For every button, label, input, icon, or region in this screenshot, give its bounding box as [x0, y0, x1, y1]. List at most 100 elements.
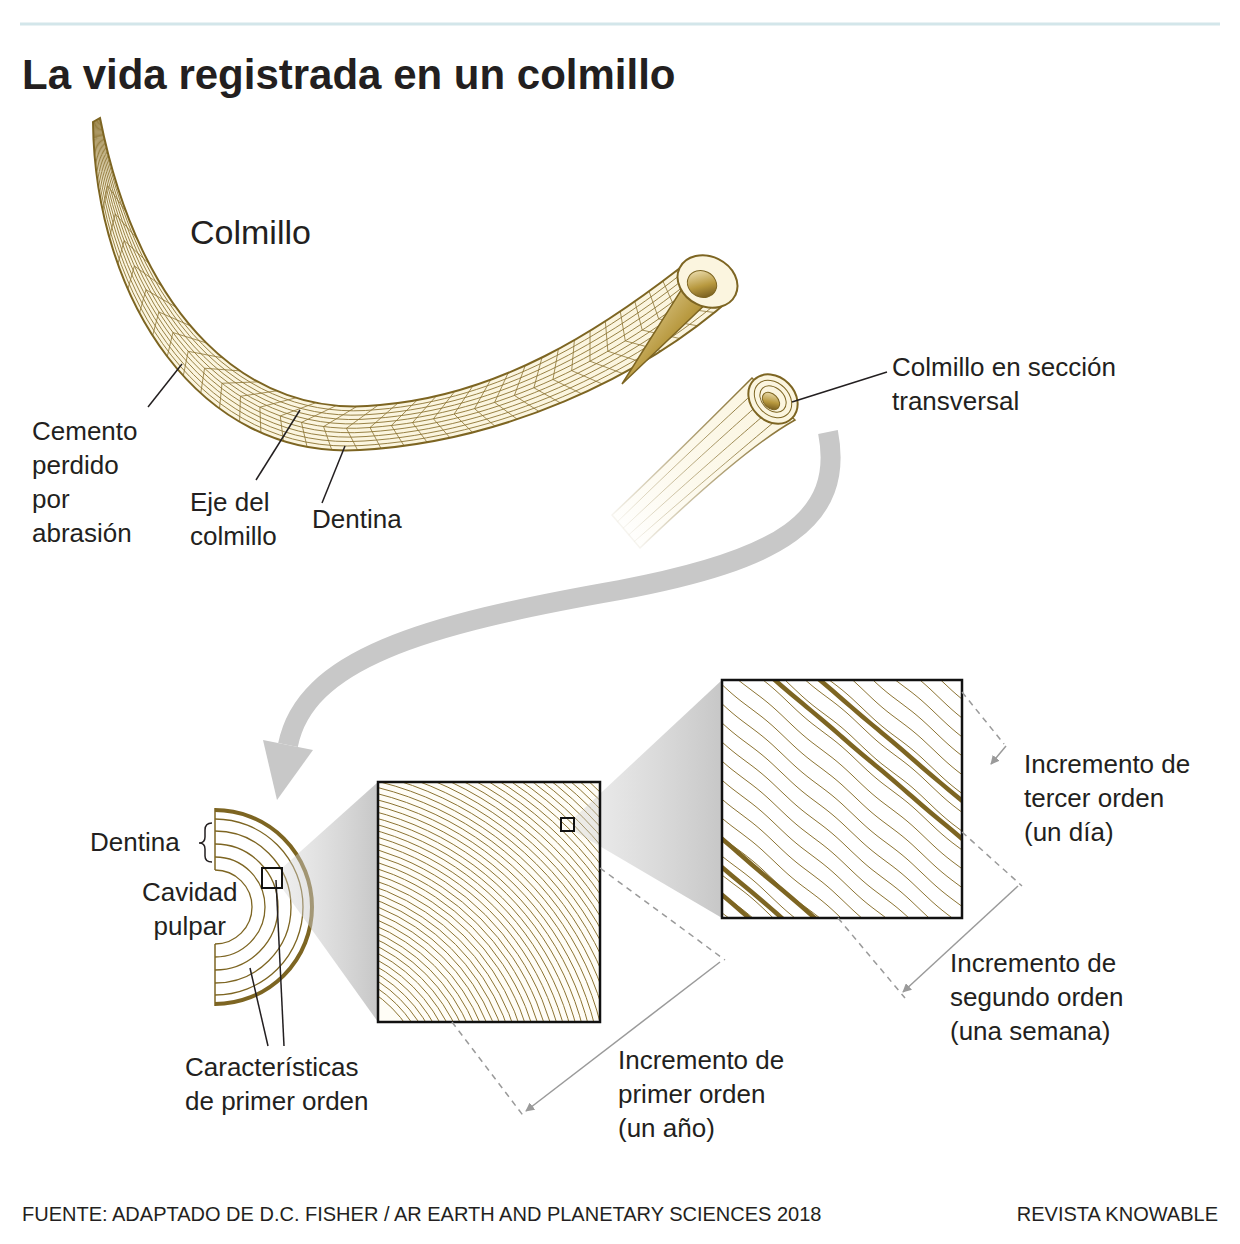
- growth-line: [378, 844, 556, 1022]
- section-edge: [214, 808, 216, 870]
- zoom-shade: [574, 680, 722, 918]
- cone-line: [391, 400, 417, 446]
- pulp-cavity: [683, 266, 721, 303]
- weekly-line: [722, 859, 962, 918]
- cone-line: [302, 406, 337, 447]
- growth-line: [378, 782, 600, 1022]
- growth-line: [378, 898, 502, 1022]
- zoom-panel-border: [722, 680, 962, 918]
- growth-line: [378, 910, 490, 1022]
- zoom-shade: [282, 782, 378, 1022]
- part-label: Características de primer orden: [185, 1050, 380, 1118]
- growth-line: [378, 782, 600, 1022]
- weekly-line: [722, 680, 962, 847]
- growth-line: [378, 782, 600, 1022]
- part-label: Cemento perdido por abrasión: [32, 414, 138, 550]
- weekly-line: [722, 830, 962, 918]
- growth-line: [378, 782, 600, 1022]
- pulp-cavity: [759, 389, 783, 413]
- growth-line: [378, 782, 600, 1022]
- cone-line: [475, 380, 495, 426]
- growth-line: [378, 782, 600, 1022]
- leader-line: [276, 880, 284, 1046]
- growth-line: [378, 782, 600, 1022]
- growth-line: [378, 782, 600, 1022]
- growth-line: [378, 782, 600, 1022]
- cone-line: [370, 403, 398, 448]
- growth-line: [378, 782, 600, 1022]
- part-label: Colmillo en sección transversal: [892, 350, 1132, 418]
- part-label: Colmillo: [190, 212, 311, 253]
- cone-line: [109, 214, 137, 239]
- growth-line: [96, 120, 713, 432]
- growth-line: [378, 782, 600, 1022]
- top-rule: [20, 23, 1220, 26]
- dimension-extension: [838, 918, 905, 998]
- cone-line: [413, 396, 437, 442]
- growth-line: [378, 782, 600, 1022]
- growth-line: [94, 122, 730, 446]
- daily-lines: [722, 680, 962, 918]
- dimension-extension: [452, 1022, 525, 1118]
- daily-line: [722, 733, 962, 918]
- growth-line: [378, 874, 526, 1022]
- increment-label: Incremento de tercer orden (un día): [1024, 747, 1202, 849]
- daily-line: [722, 829, 962, 918]
- growth-line: [378, 782, 600, 1022]
- zoom-box: [262, 868, 282, 888]
- growth-line: [378, 832, 568, 1022]
- weekly-line: [722, 886, 962, 918]
- daily-line: [722, 680, 962, 763]
- publisher-credit: REVISTA KNOWABLE: [900, 1200, 1218, 1228]
- growth-line: [378, 922, 478, 1022]
- growth-line: [378, 782, 600, 1022]
- growth-line: [378, 782, 600, 1022]
- daily-line: [722, 848, 962, 918]
- leader-line: [250, 968, 268, 1046]
- growth-line: [378, 782, 600, 1022]
- growth-line: [378, 868, 532, 1022]
- growth-line: [378, 782, 600, 1022]
- cone-line: [433, 391, 454, 437]
- growth-line: [378, 782, 600, 1022]
- cone-line: [201, 368, 240, 393]
- dimension-extension: [962, 692, 1004, 744]
- growth-line: [378, 782, 600, 1022]
- growth-line: [378, 782, 600, 1022]
- growth-line: [378, 782, 600, 1022]
- growth-line: [378, 802, 598, 1022]
- growth-line: [378, 782, 600, 1022]
- daily-line: [722, 680, 962, 838]
- cone-line: [260, 398, 296, 433]
- increment-label: Incremento de segundo orden (una semana): [950, 946, 1128, 1048]
- daily-line: [722, 809, 962, 918]
- growth-line: [634, 412, 786, 542]
- growth-line: [378, 838, 562, 1022]
- leader-line: [792, 372, 887, 402]
- growth-line: [378, 782, 600, 1022]
- growth-line: [378, 782, 600, 1022]
- growth-line: [378, 782, 600, 1022]
- leader-line: [322, 446, 345, 503]
- growth-line: [378, 782, 600, 1022]
- dimension-extension: [962, 832, 1022, 886]
- cone-line: [346, 405, 378, 450]
- growth-line: [378, 782, 600, 1022]
- growth-line: [618, 386, 761, 521]
- cut-face: [669, 245, 747, 317]
- annual-lines: [378, 782, 600, 1022]
- daily-line: [722, 752, 962, 918]
- growth-line: [99, 118, 685, 410]
- growth-line: [629, 403, 778, 535]
- growth-line: [378, 782, 600, 1022]
- daily-line: [722, 886, 962, 918]
- cone-line: [183, 351, 222, 375]
- zoom-box: [561, 818, 574, 831]
- increment-label: Incremento de primer orden (un año): [618, 1043, 796, 1145]
- growth-line: [378, 782, 600, 1022]
- cone-line: [139, 290, 175, 313]
- growth-line: [623, 395, 769, 528]
- part-label: Dentina: [90, 825, 180, 859]
- growth-line: [378, 862, 538, 1022]
